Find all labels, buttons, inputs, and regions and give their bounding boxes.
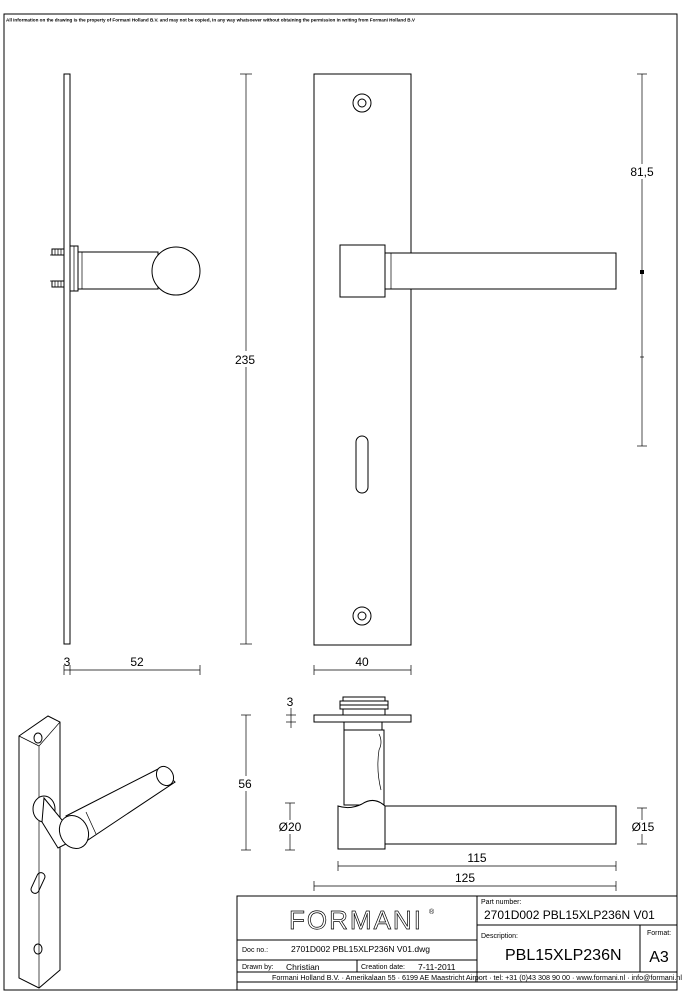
- drawn-by-value: Christian: [286, 962, 320, 972]
- perspective-view-plate: [18, 715, 61, 989]
- dimension-rosette-thickness-label: 3: [287, 695, 294, 709]
- creation-date-label: Creation date:: [361, 964, 405, 971]
- perspective-view-screw-top: [33, 732, 43, 744]
- perspective-view-lever-neck: [58, 814, 90, 850]
- front-view-lever: [384, 252, 617, 290]
- dimension-plate-width: 40: [313, 655, 412, 675]
- dimension-lever-diameter-label: Ø15: [632, 820, 655, 834]
- front-view-screw-hole-bottom: [352, 606, 372, 626]
- title-block: FORMANI ® Part number: 2701D002 PBL15XLP…: [236, 895, 682, 991]
- perspective-view-screw-bottom: [33, 943, 43, 955]
- formani-logo: FORMANI: [289, 905, 423, 935]
- top-view-spindle-ring-1: [342, 696, 386, 702]
- title-block-frame: [236, 895, 678, 991]
- top-view: [313, 696, 617, 850]
- front-view-screw-hole-top: [352, 93, 372, 113]
- side-view-plate: [63, 73, 71, 645]
- top-view-rose: [337, 800, 386, 850]
- dimension-height-label: 235: [235, 353, 255, 367]
- doc-no-value: 2701D002 PBL15XLP236N V01.dwg: [291, 944, 430, 954]
- perspective-view-key-slot: [30, 872, 46, 894]
- front-view: [313, 73, 617, 646]
- dimension-center-distance: 81,5: [626, 73, 658, 447]
- drawn-by-label: Drawn by:: [242, 964, 274, 971]
- side-view-lever-shaft: [77, 251, 159, 290]
- dimension-top-view: 3 56 Ø20 Ø15 115 125: [233, 695, 658, 891]
- registered-mark: ®: [429, 908, 435, 916]
- dimension-plate-width-label: 40: [355, 655, 369, 669]
- dimension-height: 235: [230, 73, 260, 645]
- dimension-projection-label: 52: [130, 655, 144, 669]
- dimension-plate-thickness-label: 3: [64, 655, 71, 669]
- side-view-lever-end: [151, 246, 201, 296]
- side-view: [50, 73, 201, 645]
- top-view-lever: [384, 805, 617, 845]
- creation-date-value: 7-11-2011: [418, 962, 456, 972]
- dimension-center-distance-label: 81,5: [630, 165, 654, 179]
- dimension-side-bottom: 3 52: [63, 655, 201, 675]
- description-label: Description:: [481, 933, 518, 940]
- format-value: A3: [649, 949, 669, 966]
- description-value: PBL15XLP236N: [505, 947, 622, 964]
- title-block-footer: Formani Holland B.V. · Amerikalaan 55 · …: [272, 975, 682, 982]
- dimension-total-length-label: 125: [455, 871, 475, 885]
- front-view-plate: [313, 73, 412, 646]
- top-view-rosette-plate: [313, 714, 412, 723]
- format-label: Format:: [647, 930, 671, 937]
- front-view-rose: [339, 244, 386, 298]
- top-view-spindle-ring-2: [339, 700, 389, 706]
- dimension-lever-height-label: 56: [238, 777, 252, 791]
- top-view-neck: [343, 729, 385, 806]
- front-view-key-slot: [355, 435, 369, 494]
- doc-no-label: Doc no.:: [242, 947, 268, 954]
- perspective-view: [18, 715, 176, 989]
- part-number-label: Part number:: [481, 899, 522, 906]
- part-number-value: 2701D002 PBL15XLP236N V01: [484, 908, 655, 922]
- dimension-rose-diameter-label: Ø20: [279, 820, 302, 834]
- copyright-notice: All information on the drawing is the pr…: [6, 18, 416, 23]
- dimension-lever-length-label: 115: [467, 851, 486, 865]
